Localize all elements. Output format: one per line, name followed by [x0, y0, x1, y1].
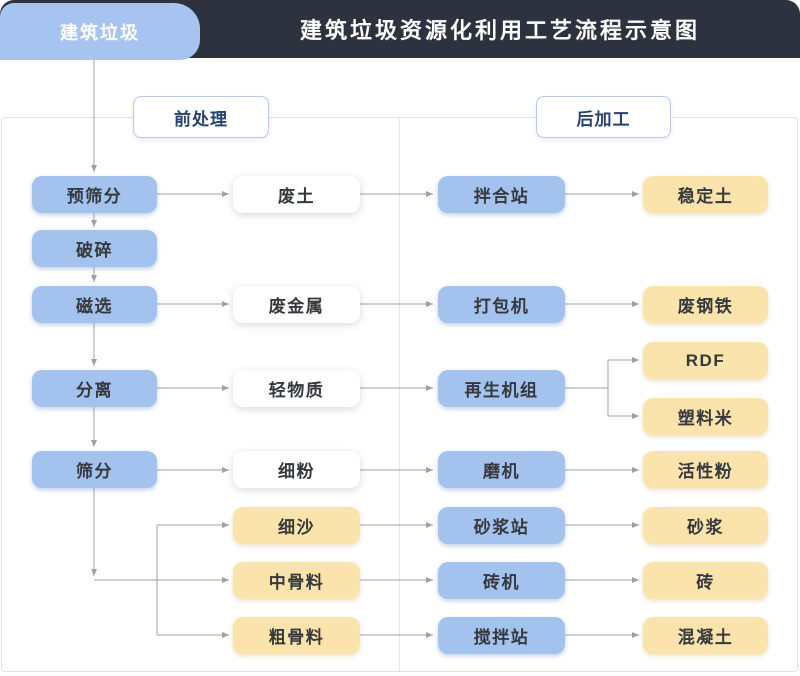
flow-node-concrete: 混凝土 — [643, 617, 768, 654]
flow-node-screening: 筛分 — [32, 451, 157, 488]
flow-node-mixing-plant: 拌合站 — [438, 176, 565, 213]
flow-node-mill: 磨机 — [438, 451, 565, 488]
flow-node-plastic-pellets: 塑料米 — [643, 398, 768, 435]
section-divider — [399, 118, 400, 671]
flow-node-stabilized-soil: 稳定土 — [643, 176, 768, 213]
flow-node-light-material: 轻物质 — [233, 370, 360, 407]
source-tag: 建筑垃圾 — [0, 3, 200, 60]
flow-node-fine-powder: 细粉 — [233, 451, 360, 488]
flow-node-fine-sand: 细沙 — [233, 507, 360, 544]
flow-node-crushing: 破碎 — [32, 230, 157, 267]
flow-node-medium-aggregate: 中骨料 — [233, 562, 360, 599]
flow-node-coarse-aggregate: 粗骨料 — [233, 617, 360, 654]
diagram-frame — [1, 117, 798, 672]
flow-node-waste-metal: 废金属 — [233, 286, 360, 323]
page-title: 建筑垃圾资源化利用工艺流程示意图 — [299, 18, 700, 43]
section-label-pre: 前处理 — [133, 96, 269, 138]
flow-node-active-powder: 活性粉 — [643, 451, 768, 488]
flow-node-baler: 打包机 — [438, 286, 565, 323]
flow-node-waste-soil: 废土 — [233, 176, 360, 213]
flow-node-scrap-steel: 废钢铁 — [643, 286, 768, 323]
flow-node-brick: 砖 — [643, 562, 768, 599]
flow-node-rdf: RDF — [643, 342, 768, 379]
flow-node-regeneration-unit: 再生机组 — [438, 370, 565, 407]
flow-node-brick-machine: 砖机 — [438, 562, 565, 599]
flow-node-agitating-plant: 搅拌站 — [438, 617, 565, 654]
section-label-post: 后加工 — [536, 96, 671, 138]
flow-node-pre-screening: 预筛分 — [32, 176, 157, 213]
flow-node-separation: 分离 — [32, 370, 157, 407]
flow-node-mortar-plant: 砂浆站 — [438, 507, 565, 544]
flow-node-mortar: 砂浆 — [643, 507, 768, 544]
flow-node-magnetic-separation: 磁选 — [32, 286, 157, 323]
